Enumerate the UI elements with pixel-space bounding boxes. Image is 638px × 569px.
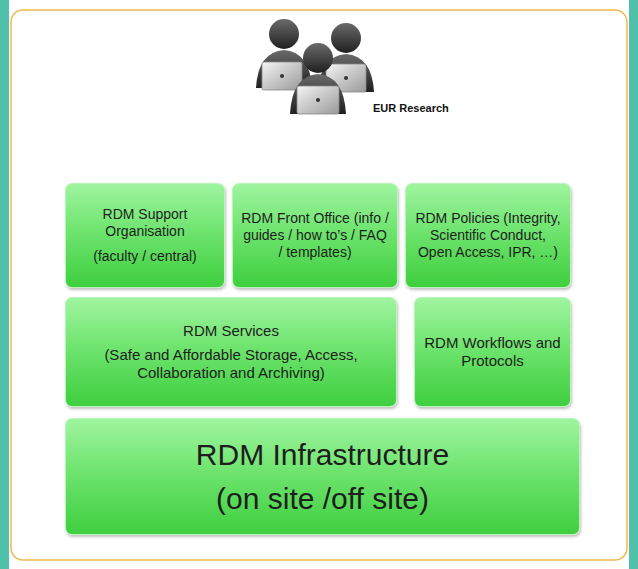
box-title: RDM Infrastructure [196,437,449,473]
box-detail: (Safe and Affordable Storage, Access, Co… [74,346,388,382]
rdm-box: RDM Services (Safe and Affordable Storage… [65,297,397,407]
group-label: EUR Research [373,102,449,114]
box-title: RDM Services [183,322,279,340]
box-title: RDM Support Organisation [74,206,216,240]
rdm-box: RDM Front Office (info / guides / how to… [232,183,398,288]
rdm-box: RDM Policies (Integrity, Scientific Cond… [405,183,571,288]
box-detail: (faculty / central) [93,248,196,265]
box-title: RDM Front Office (info / guides / how to… [241,210,389,260]
side-band [0,0,9,569]
rdm-box: RDM Infrastructure (on site /off site) [65,418,580,535]
people-icon [256,19,374,114]
outer-frame [11,10,627,560]
rdm-box: RDM Support Organisation (faculty / centr… [65,183,225,288]
box-title: RDM Policies (Integrity, Scientific Cond… [414,210,562,260]
box-detail: (on site /off site) [216,481,429,517]
side-band [629,0,638,569]
box-title: RDM Workflows and Protocols [423,334,562,370]
rdm-box: RDM Workflows and Protocols [414,297,571,407]
